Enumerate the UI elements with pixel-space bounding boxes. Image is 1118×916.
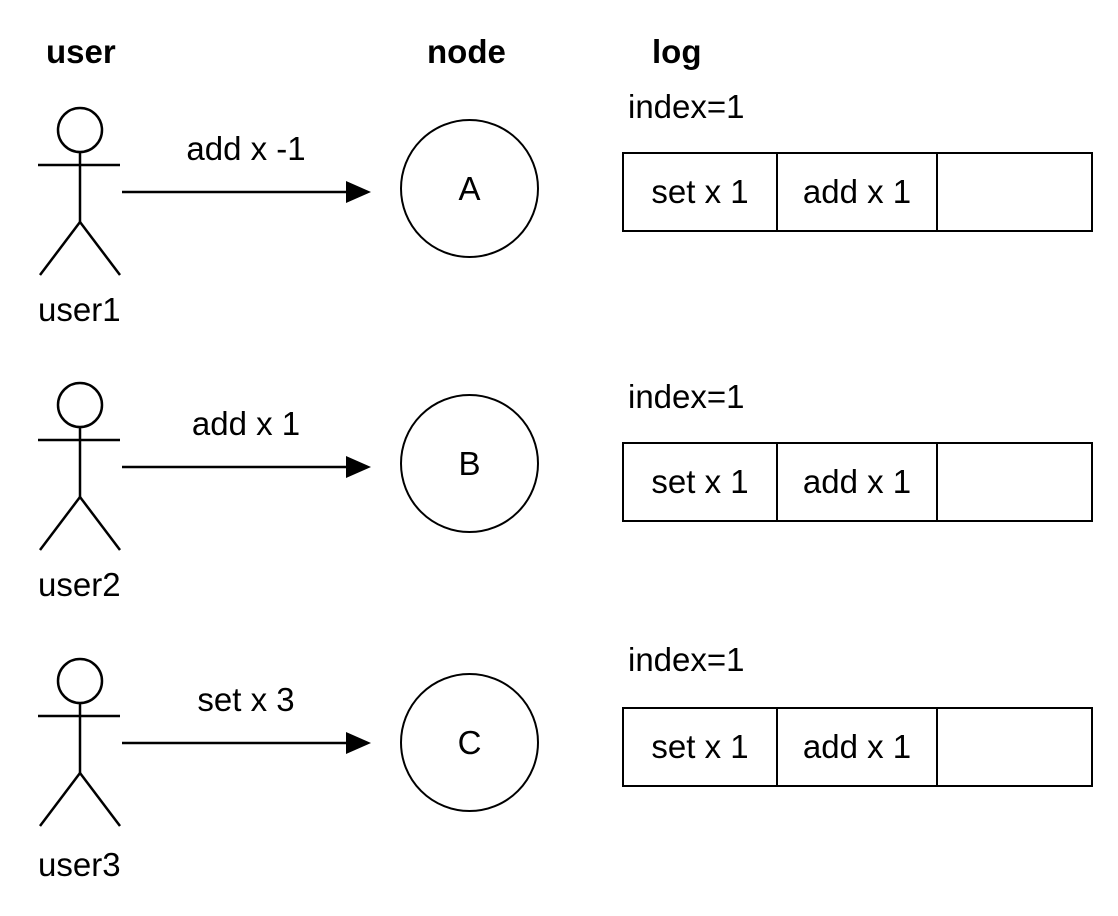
node-label: B <box>458 444 481 482</box>
message-arrow-icon <box>120 177 372 207</box>
user-stick-figure-icon <box>36 104 122 278</box>
log-cell: add x 1 <box>778 154 938 230</box>
message-label: add x -1 <box>186 130 306 167</box>
column-header-user: user <box>46 33 116 70</box>
user-stick-figure-icon <box>36 655 122 829</box>
log-cell-empty <box>938 154 1091 230</box>
user-name-label: user1 <box>38 291 121 328</box>
log-index-label: index=1 <box>628 88 745 125</box>
column-header-log: log <box>652 33 702 70</box>
user-name-label: user3 <box>38 846 121 883</box>
log-cell: set x 1 <box>624 154 778 230</box>
log-cell: set x 1 <box>624 709 778 785</box>
log-cell: set x 1 <box>624 444 778 520</box>
node-label: A <box>458 169 481 207</box>
log-index-label: index=1 <box>628 378 745 415</box>
user-stick-figure-icon <box>36 379 122 553</box>
log-cell-empty <box>938 709 1091 785</box>
node-circle: A <box>400 119 539 258</box>
node-circle: B <box>400 394 539 533</box>
message-arrow-icon <box>120 728 372 758</box>
log-index-label: index=1 <box>628 641 745 678</box>
message-label: add x 1 <box>191 405 301 442</box>
log-table: set x 1 add x 1 <box>622 152 1093 232</box>
log-cell: add x 1 <box>778 709 938 785</box>
column-header-node: node <box>427 33 506 70</box>
node-label: C <box>457 723 482 761</box>
message-arrow-icon <box>120 452 372 482</box>
log-table: set x 1 add x 1 <box>622 707 1093 787</box>
log-cell-empty <box>938 444 1091 520</box>
node-circle: C <box>400 673 539 812</box>
log-table: set x 1 add x 1 <box>622 442 1093 522</box>
user-name-label: user2 <box>38 566 121 603</box>
log-cell: add x 1 <box>778 444 938 520</box>
message-label: set x 3 <box>197 681 295 718</box>
